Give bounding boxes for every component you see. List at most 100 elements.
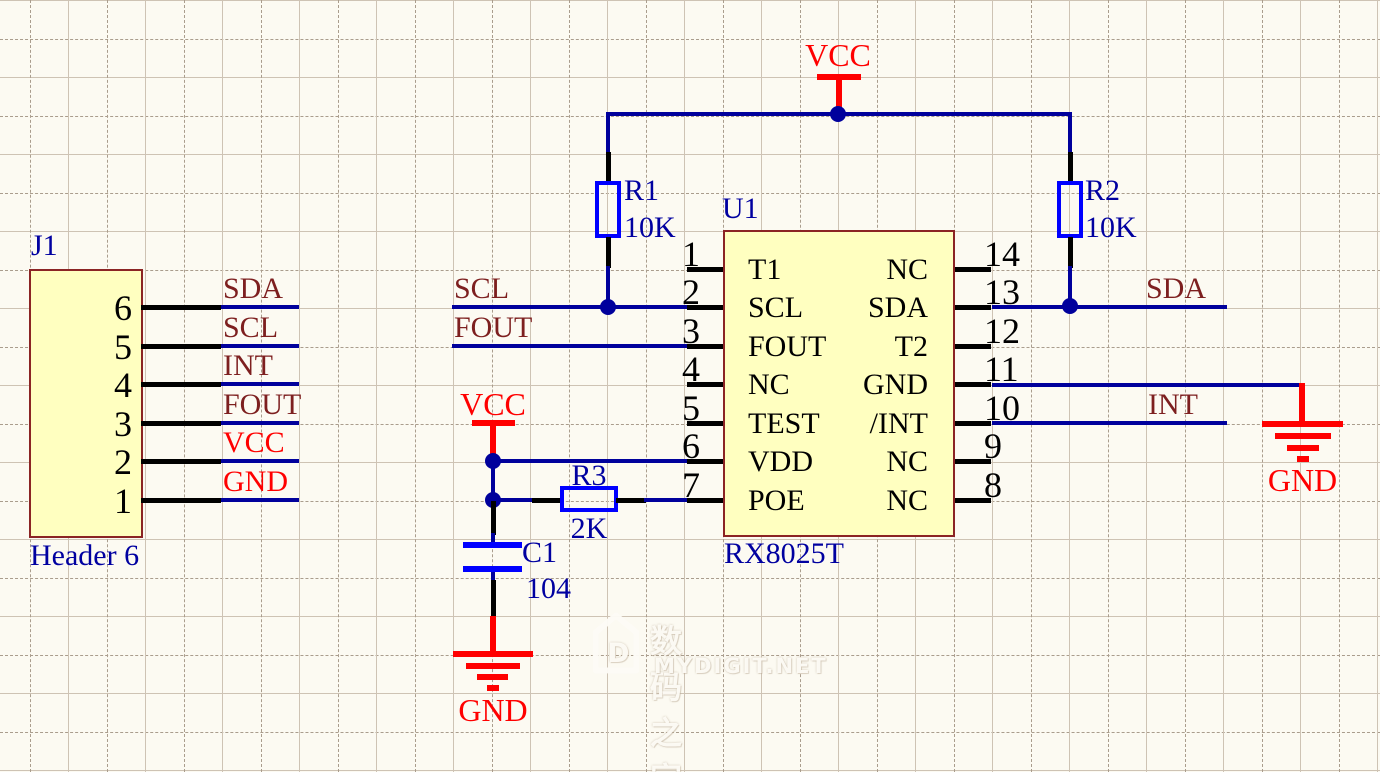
wire-j1-scl bbox=[221, 344, 299, 348]
u1-pin3-name: FOUT bbox=[748, 330, 827, 363]
u1-pin4-number: 4 bbox=[682, 349, 700, 389]
j1-pin1-stub bbox=[141, 498, 221, 503]
u1-pin5-stub bbox=[687, 421, 723, 426]
u1-pin13-name: SDA bbox=[867, 291, 928, 324]
u1-pin8-stub bbox=[955, 498, 991, 503]
u1-pin12-name: T2 bbox=[894, 330, 928, 363]
net-label-sda: SDA bbox=[1146, 272, 1207, 305]
gnd-bottom-bar1 bbox=[453, 651, 533, 657]
u1-pin14-name: NC bbox=[886, 253, 928, 286]
grid-line bbox=[0, 654, 1380, 656]
u1-pin10-name: /INT bbox=[869, 407, 928, 440]
u1-pin2-name: SCL bbox=[748, 291, 804, 324]
gnd-bottom-bar2 bbox=[466, 663, 520, 669]
u1-pin10-number: 10 bbox=[984, 388, 1020, 428]
watermark-en-text: MYDIGIT.NET bbox=[654, 654, 828, 678]
watermark-cn-text: 数码之家 bbox=[650, 622, 688, 772]
u1-pin8-number: 8 bbox=[984, 465, 1002, 505]
u1-pin9-name: NC bbox=[886, 445, 928, 478]
mydigit-house-icon: D bbox=[592, 612, 640, 674]
wire-int bbox=[992, 421, 1227, 425]
r2-resistor-body bbox=[1057, 181, 1083, 238]
c1-plate-bottom bbox=[463, 566, 522, 572]
u1-pin6-name: VDD bbox=[748, 445, 813, 478]
r1-value: 10K bbox=[624, 211, 676, 244]
c1-stub-top bbox=[491, 533, 495, 544]
gnd-bottom-label: GND bbox=[458, 692, 528, 728]
u1-pin2-stub bbox=[687, 305, 723, 310]
grid-line bbox=[491, 0, 493, 772]
wire-j1-int bbox=[221, 382, 299, 386]
j1-part-name: Header 6 bbox=[30, 539, 140, 572]
r2-lead-bottom bbox=[1068, 237, 1073, 268]
gnd-right-bar3 bbox=[1287, 445, 1319, 451]
j1-pin-number-5: 5 bbox=[114, 327, 132, 367]
net-label-j1-sda: SDA bbox=[223, 272, 284, 305]
j1-pin3-stub bbox=[141, 421, 221, 426]
c1-plate-top bbox=[463, 542, 522, 548]
net-label-int: INT bbox=[1148, 388, 1198, 421]
r3-designator: R3 bbox=[571, 459, 607, 492]
gnd-right-bar1 bbox=[1262, 421, 1343, 427]
watermark: D 数码之家 MYDIGIT.NET bbox=[592, 612, 826, 772]
grid-line bbox=[337, 0, 339, 772]
grid-line bbox=[607, 0, 608, 772]
u1-pin7-number: 7 bbox=[682, 465, 700, 505]
u1-pin6-number: 6 bbox=[682, 426, 700, 466]
wire-j1-gnd bbox=[221, 498, 299, 502]
grid-line bbox=[0, 38, 1380, 40]
net-label-fout: FOUT bbox=[454, 311, 533, 344]
gnd-bottom-stem bbox=[490, 616, 496, 654]
r1-designator: R1 bbox=[624, 174, 660, 207]
grid-line bbox=[645, 0, 647, 772]
u1-pin1-number: 1 bbox=[682, 234, 700, 274]
net-label-j1-scl: SCL bbox=[223, 311, 279, 344]
j1-pin2-stub bbox=[141, 459, 221, 464]
u1-pin3-stub bbox=[687, 344, 723, 349]
u1-pin13-stub bbox=[955, 305, 991, 310]
gnd-bottom-bar3 bbox=[477, 674, 508, 680]
wire-r2-lower bbox=[1068, 266, 1072, 308]
wire-j1-sda bbox=[221, 305, 299, 309]
grid-line bbox=[0, 539, 1380, 540]
grid-line bbox=[0, 731, 1380, 733]
grid-line bbox=[453, 0, 454, 772]
grid-line bbox=[0, 693, 1380, 694]
r1-resistor-body bbox=[595, 181, 621, 238]
wire-j1-vcc bbox=[221, 459, 299, 463]
c1-value: 104 bbox=[526, 572, 571, 605]
u1-pin5-name: TEST bbox=[748, 407, 820, 440]
grid-line bbox=[0, 77, 1380, 78]
net-label-scl: SCL bbox=[454, 272, 510, 305]
u1-pin1-stub bbox=[687, 267, 723, 272]
u1-pin14-stub bbox=[955, 267, 991, 272]
u1-pin4-stub bbox=[687, 382, 723, 387]
u1-part-name: RX8025T bbox=[724, 537, 844, 570]
grid-line bbox=[684, 0, 685, 772]
u1-pin10-stub bbox=[955, 421, 991, 426]
wire-vdd bbox=[491, 459, 687, 463]
r2-lead-top bbox=[1068, 152, 1073, 184]
wire-r1-lower bbox=[606, 266, 610, 309]
r2-designator: R2 bbox=[1085, 174, 1121, 207]
r3-value: 2K bbox=[570, 512, 608, 545]
j1-pin-number-6: 6 bbox=[114, 288, 132, 328]
u1-pin8-name: NC bbox=[886, 484, 928, 517]
grid-line bbox=[0, 192, 1380, 194]
u1-pin6-stub bbox=[687, 459, 723, 464]
grid-line bbox=[299, 0, 300, 772]
grid-line bbox=[530, 0, 531, 772]
grid-line bbox=[376, 0, 377, 772]
net-label-j1-gnd: GND bbox=[223, 465, 288, 498]
grid-line bbox=[568, 0, 570, 772]
grid-line bbox=[414, 0, 416, 772]
wire-r3-right bbox=[644, 498, 687, 502]
r3-lead-right bbox=[616, 498, 646, 503]
u1-pin11-name: GND bbox=[863, 368, 928, 401]
u1-pin4-name: NC bbox=[748, 368, 790, 401]
u1-pin7-stub bbox=[687, 498, 723, 503]
u1-pin12-stub bbox=[955, 344, 991, 349]
net-label-j1-vcc: VCC bbox=[223, 426, 285, 459]
grid-line bbox=[1377, 0, 1378, 772]
svg-text:D: D bbox=[608, 639, 630, 669]
